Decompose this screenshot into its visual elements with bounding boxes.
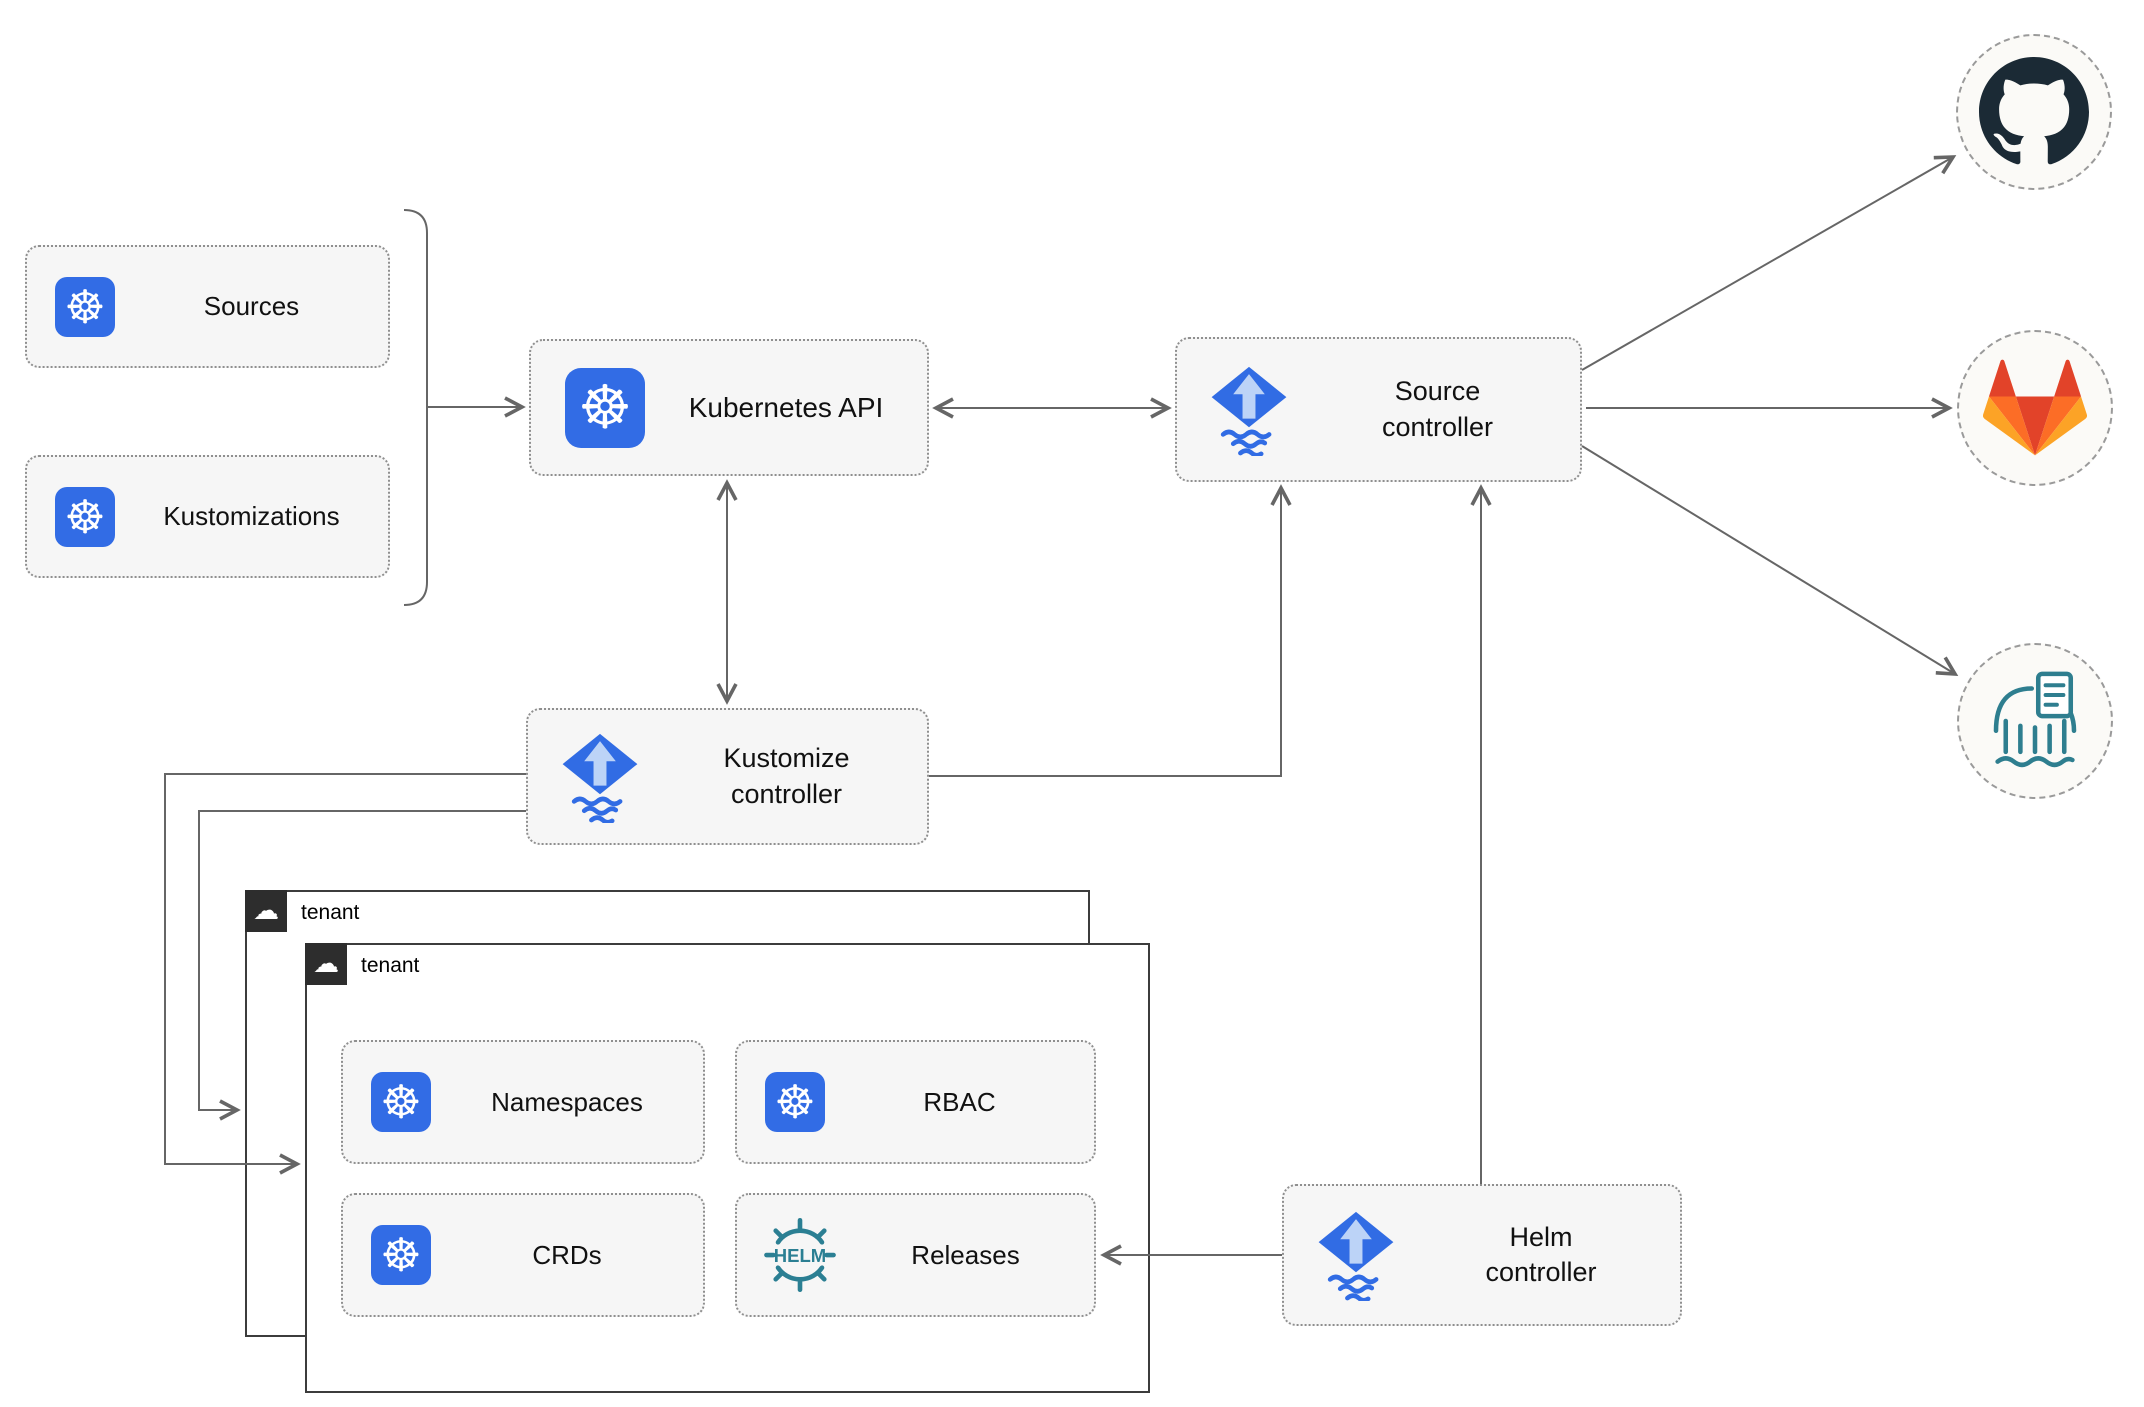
kubernetes-icon: ☸	[371, 1225, 431, 1285]
node-kustomize-controller: Kustomize controller	[526, 708, 929, 845]
cloud-icon: ☁	[313, 949, 339, 979]
bracket-sources-kustomizations	[403, 209, 428, 606]
node-kustomizations: ☸ Kustomizations	[25, 455, 390, 578]
node-label-kubernetes-api: Kubernetes API	[688, 391, 884, 423]
kubernetes-icon: ☸	[765, 1072, 825, 1132]
node-source-controller: Source controller	[1175, 337, 1582, 482]
node-crds: ☸ CRDs	[341, 1193, 705, 1317]
kubernetes-icon: ☸	[55, 486, 115, 547]
node-kubernetes-api: ☸ Kubernetes API	[529, 339, 929, 476]
external-github-circle	[1956, 34, 2112, 190]
flux-icon	[1203, 364, 1295, 456]
node-rbac: ☸ RBAC	[735, 1040, 1096, 1164]
node-label-source-controller: Source controller	[1381, 376, 1494, 442]
node-sources: ☸ Sources	[25, 245, 390, 368]
cloud-icon: ☁	[253, 896, 279, 926]
node-releases: Releases	[735, 1193, 1096, 1317]
gitlab-icon	[1983, 356, 2087, 460]
tenant-tab: ☁	[245, 890, 287, 932]
kubernetes-icon: ☸	[55, 276, 115, 337]
tenant-container-front: ☁ tenant	[305, 943, 1150, 1393]
tenant-label: tenant	[361, 954, 420, 977]
node-label-kustomizations: Kustomizations	[163, 501, 340, 531]
arrow-kustomize-controller-to-source-controller	[929, 484, 1292, 777]
node-label-helm-controller: Helm controller	[1485, 1221, 1597, 1287]
node-label-rbac: RBAC	[923, 1086, 996, 1117]
arrow-source-controller-to-chartmuseum	[1581, 445, 1959, 677]
tenant-tab: ☁	[305, 943, 347, 985]
node-label-namespaces: Namespaces	[491, 1086, 643, 1117]
helm-icon	[763, 1218, 837, 1292]
kubernetes-icon: ☸	[565, 367, 645, 448]
github-icon	[1979, 57, 2089, 167]
node-label-kustomize-controller: Kustomize controller	[723, 743, 850, 809]
chartmuseum-icon	[1983, 669, 2087, 773]
node-helm-controller: Helm controller	[1282, 1184, 1682, 1326]
tenant-label: tenant	[301, 901, 360, 924]
node-label-releases: Releases	[911, 1239, 1020, 1270]
external-gitlab-circle	[1957, 330, 2113, 486]
node-namespaces: ☸ Namespaces	[341, 1040, 705, 1164]
node-label-sources: Sources	[203, 291, 300, 321]
kubernetes-icon: ☸	[371, 1072, 431, 1132]
arrow-source-controller-to-github	[1581, 155, 1957, 371]
node-label-crds: CRDs	[532, 1239, 602, 1270]
flux-icon	[554, 731, 646, 823]
flux-icon	[1310, 1209, 1402, 1301]
external-chartmuseum-circle	[1957, 643, 2113, 799]
